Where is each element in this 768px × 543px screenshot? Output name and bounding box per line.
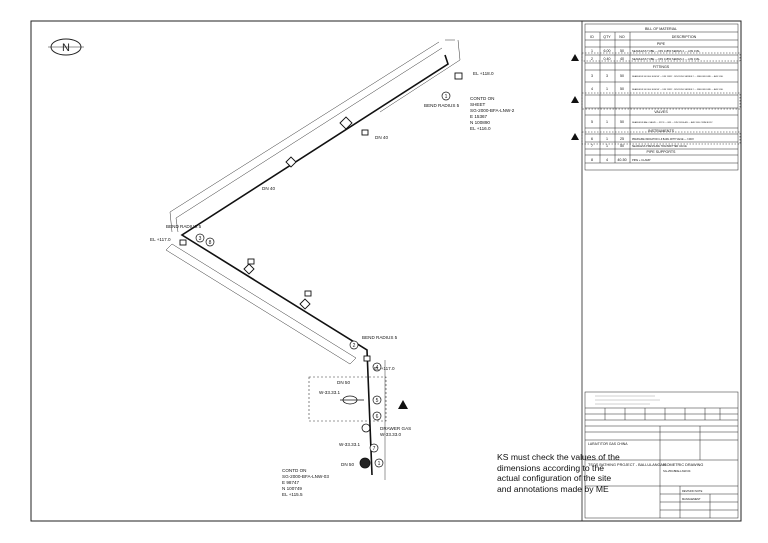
- bom-row-2-qty: 0.40: [604, 57, 611, 61]
- bom-col-id: ID: [590, 35, 594, 39]
- label-dn-bottom: DN 50: [341, 462, 354, 467]
- bom-section-pipe-supports: PIPE SUPPORTS: [647, 150, 676, 154]
- label-drawer-2: W-33.33.0: [380, 432, 402, 437]
- bom-row-1-qty: 6.00: [604, 49, 611, 53]
- label-dn-lower: DN 50: [337, 380, 350, 385]
- label-dn-top: DN 40: [375, 135, 388, 140]
- bom-row-3-qty: 3: [606, 74, 608, 78]
- bom-row-7-id: 7: [591, 144, 593, 148]
- bom-row-2-desc: SEAMLESS TUBE — DIN 11850 SERIES 2 — AIS…: [632, 57, 700, 61]
- bom-row-1-id: 1: [591, 49, 593, 53]
- label-conn-top-3: SG-2000-BFA-LNW-2: [470, 108, 515, 113]
- label-el-top: EL +118.0: [473, 71, 494, 76]
- bom-row-4-desc: SEAMLESS 90 DEG ELBOW — DIN 11852 · DIN …: [632, 88, 724, 91]
- svg-text:6: 6: [376, 414, 379, 420]
- title-drawing: ISOMETRIC DRAWING: [663, 463, 703, 467]
- label-bend-radius-mid: BEND RADIUS 5: [362, 335, 398, 340]
- bom-row-8-qty: 4: [606, 158, 608, 162]
- label-conn-bot-3: E 98747: [282, 480, 300, 485]
- svg-text:3: 3: [199, 236, 202, 242]
- north-label: N: [62, 42, 70, 54]
- revision-notes-lines: [595, 395, 660, 405]
- label-conn-bot-2: SG-2000-BFA-LNW-03: [282, 474, 329, 479]
- label-grid-2: W-33.33.1: [339, 442, 361, 447]
- title-client: LARA/TITOR GAS CHINA: [588, 442, 628, 446]
- svg-text:2: 2: [353, 343, 356, 349]
- bom-table: [584, 23, 739, 171]
- label-conn-top-5: N 100890: [470, 120, 490, 125]
- sheet-outer-border: [30, 20, 742, 522]
- label-conn-top-6: EL +116.0: [470, 126, 491, 131]
- label-el-left: EL +117.0: [150, 237, 171, 242]
- bom-section-pipe: PIPE: [657, 42, 666, 46]
- pipe-route: [180, 54, 449, 476]
- label-grid-1: W-33.33.1: [319, 390, 341, 395]
- label-dn-mid: DN 40: [262, 186, 275, 191]
- bom-row-4-id: 4: [591, 87, 593, 91]
- title-rev-b: MANAGEMENT: [682, 497, 701, 501]
- label-conn-top-2: SHEET: [470, 102, 486, 107]
- bom-row-1-no: 50: [620, 49, 624, 53]
- bom-row-6-qty: 1: [606, 137, 608, 141]
- bom-row-7-desc: SEAMLESS PRESSURE TRANSMITTER VALVE: [632, 145, 687, 148]
- title-rev-a: REVISION NOTE: [682, 489, 703, 493]
- bom-row-3-no: 50: [620, 74, 624, 78]
- bom-row-2-no: 40: [620, 57, 624, 61]
- bom-section-valves: VALVES: [654, 110, 668, 114]
- label-conn-bot-4: N 100749: [282, 486, 302, 491]
- title-drawing-sub: SG-250-BDE-LNW-04: [663, 469, 691, 473]
- label-bend-radius-top: BEND RADIUS 5: [424, 103, 460, 108]
- bom-row-8-desc: PIPE + CLAMP: [632, 158, 651, 162]
- bom-row-4-no: 50: [620, 87, 624, 91]
- bom-warning-icons: [571, 54, 579, 140]
- bom-row-5-desc: SEAMLESS BALL VALVE — 3PCS — BW — DIN 11…: [632, 121, 713, 124]
- bom-highlight-boxes: [581, 52, 741, 145]
- svg-text:8: 8: [209, 240, 212, 246]
- label-bend-radius-left: BEND RADIUS 5: [166, 224, 202, 229]
- bom-row-6-no: 25: [620, 137, 624, 141]
- label-el-mid: EL +117.0: [374, 366, 395, 371]
- label-conn-bot-1: CONTD ON: [282, 468, 307, 473]
- dimension-lines: [165, 39, 461, 480]
- bom-row-1-desc: SEAMLESS TUBE — DIN 11850 SERIES 2 — AIS…: [632, 49, 700, 53]
- bom-section-fittings: FITTINGS: [653, 65, 670, 69]
- review-note: KS must check the values of the dimensio…: [497, 452, 620, 494]
- bom-row-8-id: 8: [591, 158, 593, 162]
- callout-balloons: 1 3 8 2 4 5 6 7 1: [195, 91, 451, 468]
- bom-col-no: NO: [619, 35, 625, 39]
- equipment-dashed-box: [308, 376, 387, 422]
- bom-row-8-no: 40-50: [617, 158, 626, 162]
- bom-row-3-desc: SEAMLESS 90 DEG ELBOW — DIN 11852 · DIN …: [632, 75, 724, 78]
- svg-text:4: 4: [376, 365, 379, 371]
- bom-row-5-no: 50: [620, 120, 624, 124]
- equipment-symbols: [340, 395, 371, 469]
- svg-text:5: 5: [376, 398, 379, 404]
- bom-col-qty: QTY: [603, 35, 611, 39]
- bom-row-5-id: 5: [591, 120, 593, 124]
- bom-row-7-no: 50: [620, 144, 624, 148]
- fitting-markers: [179, 72, 463, 362]
- bom-row-4-qty: 1: [606, 87, 608, 91]
- bom-header: BILL OF MATERIAL: [645, 27, 677, 31]
- north-arrow-icon: N: [48, 38, 84, 56]
- bom-row-6-desc: PRESSURE INDICATOR 0–6 BARG WITH VALVE —…: [632, 138, 694, 141]
- bom-col-desc: DESCRIPTION: [672, 35, 697, 39]
- label-conn-top-4: E 15367: [470, 114, 488, 119]
- bom-section-instruments: INSTRUMENTS: [648, 129, 675, 133]
- bom-row-6-id: 6: [591, 137, 593, 141]
- title-project: TSOS BATHING PROJECT - BALLULANGAN: [588, 463, 666, 467]
- svg-text:7: 7: [373, 446, 376, 452]
- warning-triangle-icon: [398, 400, 408, 409]
- bom-row-2-id: 2: [591, 57, 593, 61]
- title-block: [584, 391, 739, 519]
- label-conn-bot-5: EL +115.5: [282, 492, 303, 497]
- bom-row-7-qty: 1: [606, 144, 608, 148]
- svg-text:1: 1: [378, 461, 381, 467]
- label-drawer: DRAWER GAS: [380, 426, 411, 431]
- svg-text:1: 1: [445, 94, 448, 100]
- bom-row-5-qty: 1: [606, 120, 608, 124]
- bom-row-3-id: 3: [591, 74, 593, 78]
- label-conn-top-1: CONTD ON: [470, 96, 495, 101]
